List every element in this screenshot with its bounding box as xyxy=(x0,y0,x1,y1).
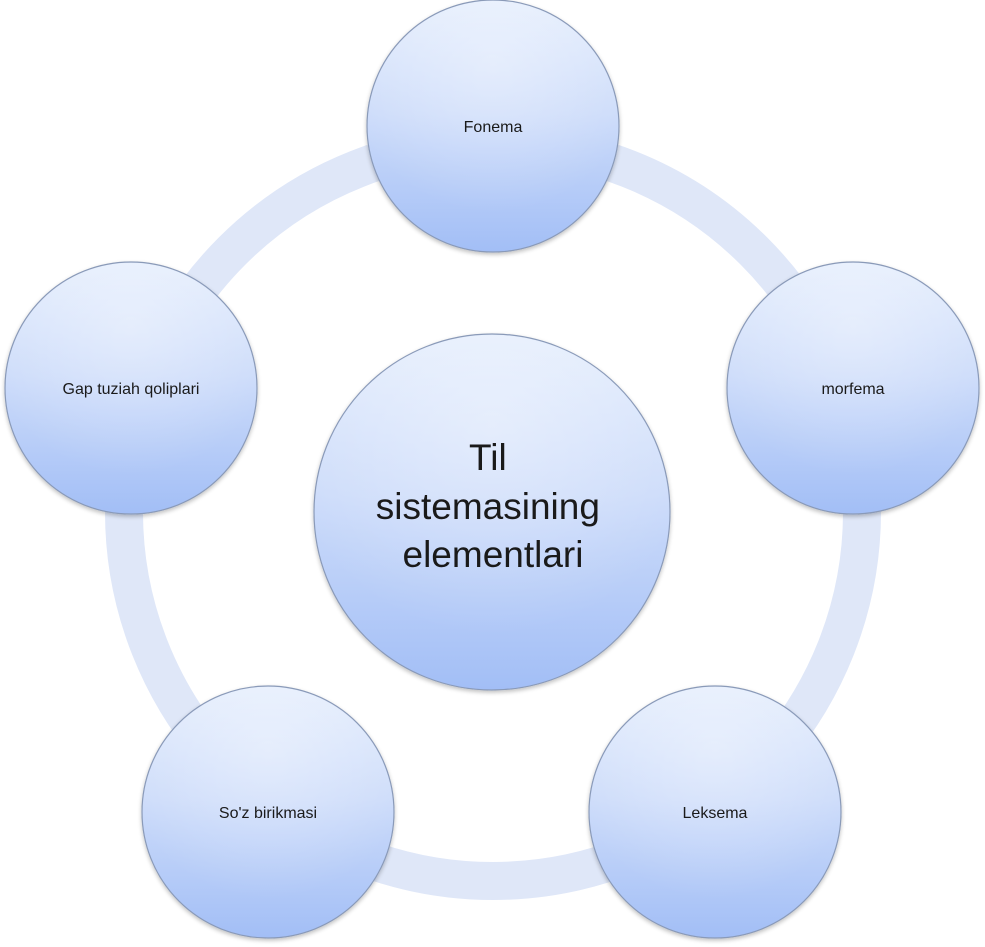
node-circle-shine xyxy=(368,1,618,251)
node-circle-shine xyxy=(6,263,256,513)
node-circle-shine xyxy=(728,263,978,513)
node-fonema xyxy=(366,0,620,253)
center-label: Til sistemasining elementlari xyxy=(376,437,610,575)
node-label-gap-tuziah-qoliplari: Gap tuziah qoliplari xyxy=(63,381,200,398)
node-label-fonema: Fonema xyxy=(464,119,523,136)
center-label-line: sistemasining xyxy=(376,486,600,527)
center-circle-shine xyxy=(315,335,669,689)
center-node xyxy=(313,333,671,691)
node-circle-shine xyxy=(590,687,840,937)
node-leksema xyxy=(588,685,842,939)
node-gap-tuziah-qoliplari xyxy=(4,261,258,515)
center-label-line: elementlari xyxy=(403,534,584,575)
node-circle-shine xyxy=(143,687,393,937)
node-label-leksema: Leksema xyxy=(683,805,748,822)
node-soz-birikmasi xyxy=(141,685,395,939)
node-label-morfema: morfema xyxy=(821,381,884,398)
center-label-line: Til xyxy=(469,437,507,478)
node-label-soz-birikmasi: So'z birikmasi xyxy=(219,805,317,822)
node-morfema xyxy=(726,261,980,515)
